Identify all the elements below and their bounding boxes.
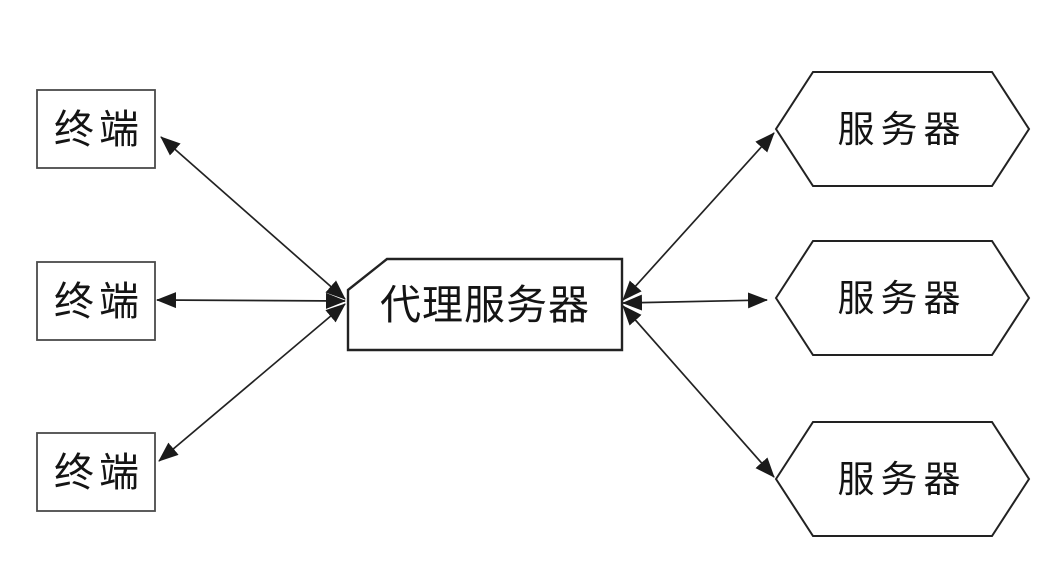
node-terminal-2: 终端 xyxy=(36,261,156,341)
edge-proxy-server-3 xyxy=(622,305,775,478)
edge-terminal-3-proxy xyxy=(158,303,346,462)
node-terminal-1: 终端 xyxy=(36,89,156,169)
terminal-1-label: 终端 xyxy=(54,107,144,153)
terminal-3-label: 终端 xyxy=(54,450,144,496)
terminal-1-box xyxy=(36,89,156,169)
node-server-2: 服务器 xyxy=(774,240,1031,356)
edge-terminal-2-proxy xyxy=(156,292,346,309)
node-server-1: 服务器 xyxy=(774,71,1031,187)
terminal-3-box xyxy=(36,432,156,512)
server-3-hexagon xyxy=(774,421,1031,537)
terminal-2-box xyxy=(36,261,156,341)
edge-group-left xyxy=(156,136,346,462)
edge-proxy-server-2 xyxy=(622,292,768,311)
server-3-label: 服务器 xyxy=(838,458,967,501)
server-1-hexagon xyxy=(774,71,1031,187)
edge-terminal-1-proxy xyxy=(160,136,346,300)
node-proxy-server: 代理服务器 xyxy=(346,257,624,352)
terminal-2-label: 终端 xyxy=(54,279,144,325)
proxy-server-box xyxy=(346,257,624,352)
server-2-hexagon xyxy=(774,240,1031,356)
edge-group-right xyxy=(622,132,775,478)
server-1-label: 服务器 xyxy=(838,108,967,151)
node-terminal-3: 终端 xyxy=(36,432,156,512)
proxy-server-label: 代理服务器 xyxy=(380,281,590,329)
node-server-3: 服务器 xyxy=(774,421,1031,537)
server-2-label: 服务器 xyxy=(838,277,967,320)
edge-proxy-server-1 xyxy=(622,132,775,301)
